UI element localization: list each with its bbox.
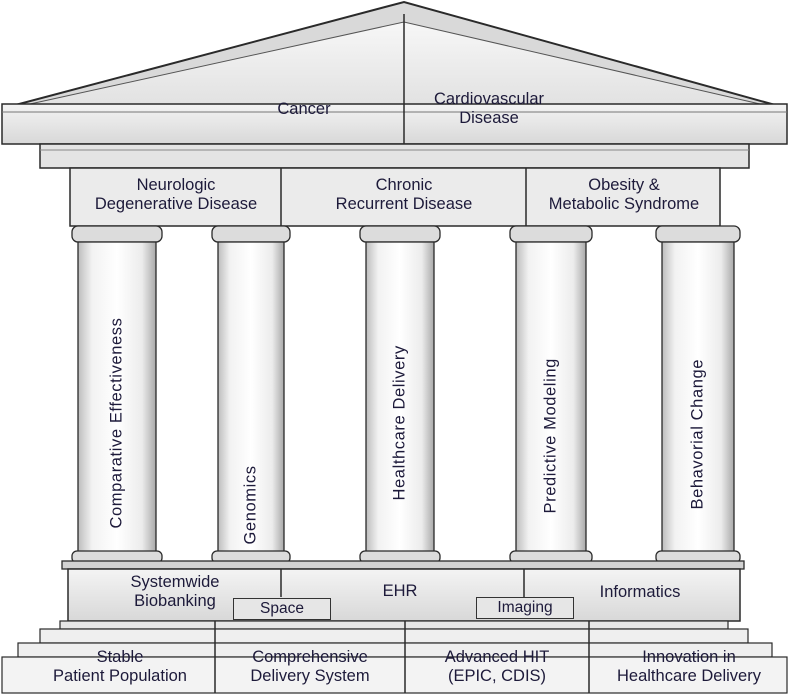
pediment-band (1, 103, 788, 145)
column-3 (359, 225, 441, 564)
column-2 (211, 225, 291, 564)
stylobate-top (61, 560, 745, 570)
column-1 (71, 225, 163, 564)
pillar-label-healthcare-delivery: Healthcare Delivery (390, 345, 409, 501)
frieze (69, 167, 721, 227)
steps (1, 620, 788, 694)
frieze-label-3: Obesity & Metabolic Syndrome (548, 176, 700, 213)
plinth-label-informatics: Informatics (599, 583, 681, 601)
frieze-label-2: Chronic Recurrent Disease (335, 176, 473, 213)
pediment-label-cardiovascular: Cardiovascular Disease (404, 90, 574, 128)
plinth-label-biobanking: Systemwide Biobanking (130, 573, 220, 610)
frieze-label-1: Neurologic Degenerative Disease (94, 176, 258, 213)
pillar-label-behavorial-change: Behavorial Change (688, 358, 707, 510)
tag-imaging: Imaging (476, 597, 574, 619)
foundation-label-1: Stable Patient Population (53, 648, 187, 685)
cancer-text: Cancer (277, 100, 331, 118)
cornice (39, 143, 750, 169)
foundation-label-3: Advanced HIT (EPIC, CDIS) (444, 648, 550, 685)
column-4 (509, 225, 593, 564)
pillar-label-comparative-effectiveness: Comparative Effectiveness (107, 317, 126, 529)
pillar-label-predictive-modeling: Predictive Modeling (541, 358, 560, 514)
tag-space: Space (233, 598, 331, 620)
pediment-label-cancer: Cancer (244, 100, 364, 119)
roof-inner (29, 21, 761, 105)
cardiovascular-line2: Disease (459, 109, 519, 127)
pillar-label-genomics: Genomics (241, 465, 260, 545)
columns (71, 225, 741, 564)
cardiovascular-line1: Cardiovascular (433, 90, 545, 108)
roof (1, 0, 788, 169)
foundation-label-4: Innovation in Healthcare Delivery (617, 648, 761, 685)
plinth-label-ehr: EHR (382, 582, 418, 600)
plinth (67, 568, 741, 622)
foundation-label-2: Comprehensive Delivery System (250, 648, 370, 685)
